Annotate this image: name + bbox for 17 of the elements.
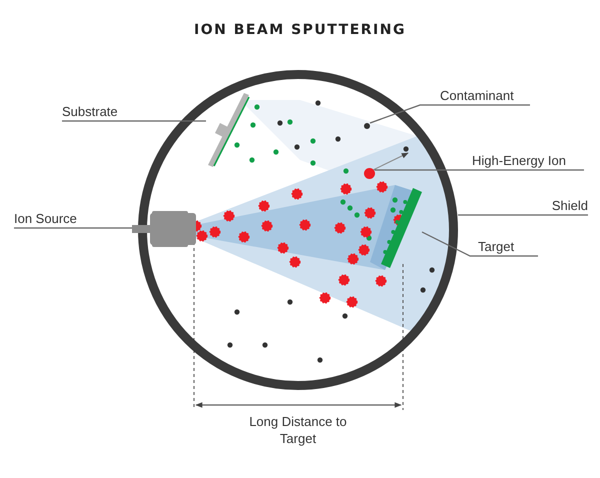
target-drawing: [380, 188, 422, 268]
leader-line: [422, 231, 538, 257]
leader-line: [14, 227, 132, 229]
dimension-label: Long Distance to Target: [248, 413, 348, 447]
part-label: Shield: [512, 197, 588, 215]
part-label: Substrate: [62, 103, 142, 121]
leader-line: [458, 214, 588, 216]
ion-source-drawing: [132, 211, 196, 247]
part-label: Ion Source: [14, 210, 104, 228]
part-label: High-Energy Ion: [472, 152, 584, 170]
part-label: Contaminant: [440, 87, 530, 105]
leader-line: [370, 104, 530, 124]
part-label: Target: [478, 238, 538, 256]
leader-line: [374, 169, 584, 171]
diagram-title: ION BEAM SPUTTERING: [193, 22, 407, 38]
leader-line: [62, 120, 206, 122]
substrate-drawing: [206, 93, 250, 167]
